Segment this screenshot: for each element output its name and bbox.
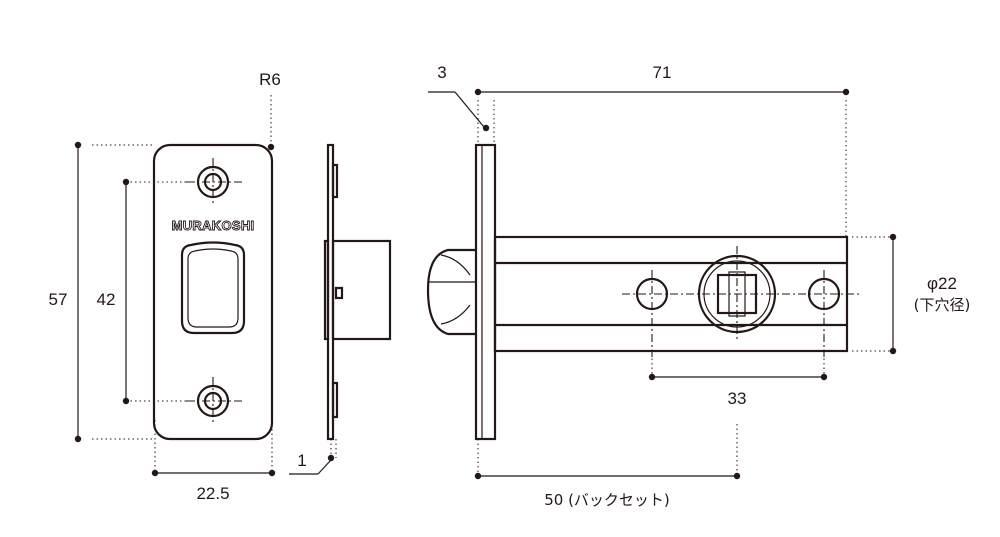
latch-bolt xyxy=(426,248,476,336)
dim-phi22-note: (下穴径) xyxy=(914,296,971,314)
faceplate-outline xyxy=(152,143,274,441)
dim-22-5-label: 22.5 xyxy=(196,484,229,503)
brand-mark: MURAKOSHI xyxy=(172,218,255,233)
faceplate-front-view: MURAKOSHI xyxy=(152,143,274,441)
latch-bolt-edge xyxy=(440,254,471,325)
dim-3-label: 3 xyxy=(437,63,446,82)
latch-opening-outer xyxy=(180,241,246,335)
front-plate xyxy=(474,143,497,441)
dim-r6-label: R6 xyxy=(259,70,281,89)
body-dimensions: 71 3 φ22 (下穴径) 33 50 (バックセット) xyxy=(428,63,970,509)
side-case xyxy=(331,239,392,341)
dim-1-label: 1 xyxy=(297,451,306,470)
dim-57-label: 57 xyxy=(49,290,68,309)
dim-phi22-label: φ22 xyxy=(927,274,957,293)
side-plate-tab-top xyxy=(331,163,339,199)
latch-opening-inner xyxy=(187,248,239,328)
dim-71-label: 71 xyxy=(653,63,672,82)
front-view-dimensions: 57 42 22.5 R6 xyxy=(49,70,281,503)
dim-42-label: 42 xyxy=(97,290,116,309)
side-notch xyxy=(334,286,344,300)
latch-body-view xyxy=(426,143,862,441)
side-plate-tab-bottom xyxy=(331,381,339,419)
dim-backset-label: 50 (バックセット) xyxy=(544,491,670,509)
latch-side-view xyxy=(323,143,392,458)
side-flange xyxy=(323,239,330,341)
dim-33-label: 33 xyxy=(728,389,747,408)
dim-1: 1 xyxy=(289,451,335,475)
